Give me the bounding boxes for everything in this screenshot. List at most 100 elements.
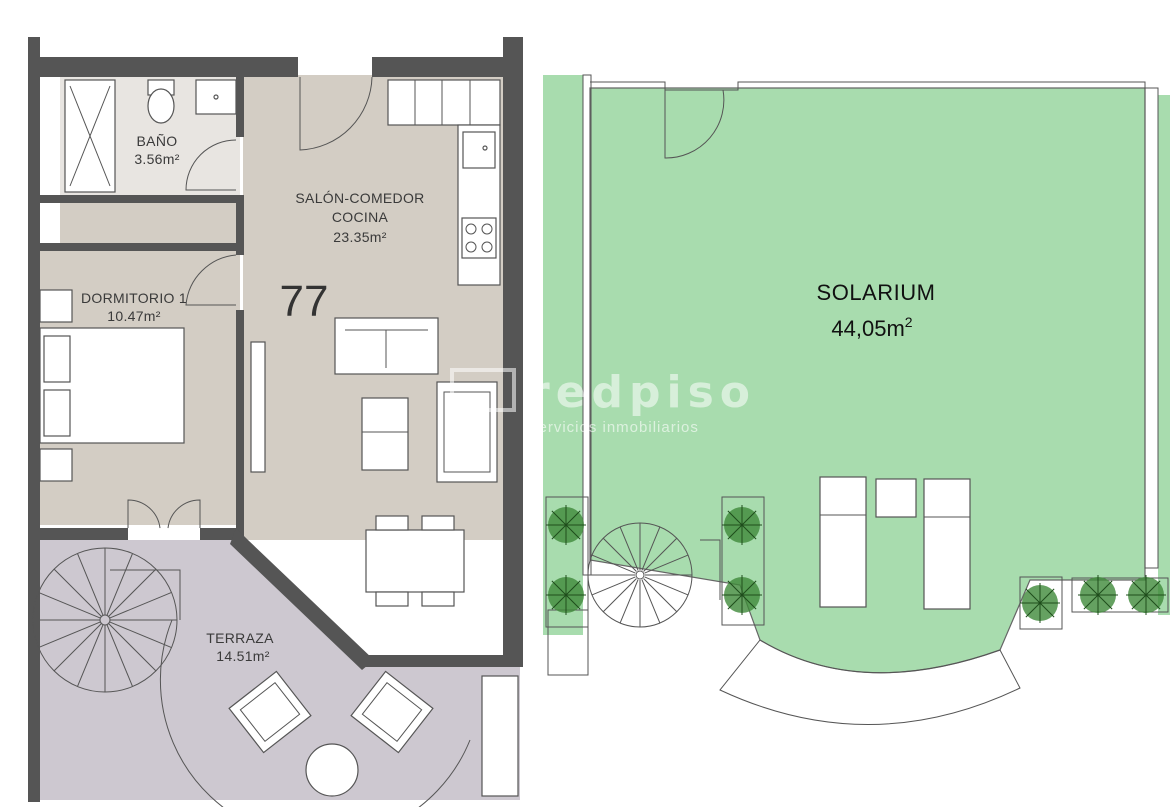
- bedroom-furniture: [39, 289, 201, 529]
- plant-branch: [1131, 580, 1147, 596]
- nightstand: [39, 289, 73, 323]
- solarium-area-value: 44,05m: [831, 316, 904, 341]
- room-label-cocina: COCINA: [332, 209, 389, 225]
- terrace-furniture: [228, 670, 519, 797]
- plant-branch: [551, 580, 567, 596]
- right-strip: [1158, 95, 1170, 615]
- plant-branch: [1097, 580, 1113, 596]
- room-label-terraza: TERRAZA: [206, 630, 274, 646]
- room-label-bano: BAÑO: [137, 133, 178, 149]
- stair-tread: [643, 578, 678, 613]
- plant-branch: [1083, 580, 1099, 596]
- sun-loungers: [819, 476, 971, 610]
- sink: [462, 131, 496, 169]
- armchair: [361, 397, 409, 471]
- room-area-terraza: 14.51m²: [216, 648, 269, 664]
- plant-branch: [551, 594, 567, 610]
- plant-branch: [551, 510, 567, 526]
- stair-tread: [76, 553, 104, 616]
- planters: [545, 496, 1169, 630]
- solarium-door: [664, 89, 725, 159]
- nightstand: [39, 448, 73, 482]
- kitchen-counter: [387, 79, 501, 286]
- plant-branch: [565, 524, 581, 540]
- lounge-chair: [228, 670, 312, 754]
- terrace-door: [127, 499, 201, 529]
- unit-number: 77: [280, 277, 329, 326]
- stair-tread: [108, 623, 157, 672]
- stair-tread: [109, 621, 172, 649]
- stair-tread: [106, 624, 134, 687]
- corridor-floor: [60, 200, 240, 250]
- stair-tread: [591, 554, 636, 574]
- stair-tread: [109, 591, 172, 619]
- stair-tread: [106, 553, 134, 616]
- plant-branch: [1025, 602, 1041, 618]
- left-strip: [543, 75, 583, 635]
- stair-tread: [591, 576, 636, 596]
- room-area-dormitorio: 10.47m²: [107, 308, 160, 324]
- planter: [481, 675, 519, 797]
- watermark-brand: redpiso: [528, 367, 756, 418]
- plant-branch: [741, 524, 757, 540]
- stair-tread: [53, 568, 102, 617]
- stair-tread: [38, 591, 101, 619]
- room-area-bano: 3.56m²: [134, 151, 179, 167]
- tv-unit: [436, 381, 498, 483]
- plant-branch: [1083, 594, 1099, 610]
- walls: [28, 37, 523, 802]
- spiral-staircase-left: [32, 547, 471, 807]
- stair-tread: [644, 554, 689, 574]
- plant-branch: [1039, 588, 1055, 604]
- plant-branch: [741, 594, 757, 610]
- shower-tray: [64, 79, 116, 193]
- stair-tread: [602, 578, 637, 613]
- stair-tread: [602, 537, 637, 572]
- plant-branch: [565, 510, 581, 526]
- stair-tread: [644, 576, 689, 596]
- dining-table: [365, 529, 465, 593]
- stair-tread: [643, 537, 678, 572]
- stair-tread: [38, 621, 101, 649]
- watermark-tagline: servicios inmobiliarios: [530, 419, 699, 436]
- plant-branch: [565, 594, 581, 610]
- plant-branch: [1145, 594, 1161, 610]
- lounge-chair: [350, 670, 434, 754]
- plant-branch: [727, 580, 743, 596]
- plant-branch: [727, 510, 743, 526]
- plant-branch: [741, 510, 757, 526]
- sun-lounger: [819, 476, 867, 608]
- bathroom-fixtures: [64, 79, 237, 193]
- plant-branch: [1131, 594, 1147, 610]
- tv-panel: [250, 341, 266, 473]
- cooktop: [461, 217, 497, 259]
- solarium-title: SOLARIUM: [817, 280, 936, 305]
- stair-tread: [641, 526, 661, 571]
- room-area-salon: 23.35m²: [333, 229, 386, 245]
- solarium-area-exponent: 2: [905, 314, 913, 330]
- bedroom-door: [185, 254, 237, 306]
- plant-branch: [727, 594, 743, 610]
- bathroom-door: [185, 139, 237, 191]
- side-table: [875, 478, 917, 518]
- right-floor-plan: SOLARIUM 44,05m2: [543, 74, 1170, 725]
- plant-branch: [1039, 602, 1055, 618]
- stair-tread: [619, 526, 639, 571]
- room-label-dormitorio: DORMITORIO 1: [81, 290, 187, 306]
- plant-branch: [727, 524, 743, 540]
- plant-branch: [741, 580, 757, 596]
- left-floor-plan: BAÑO 3.56m² SALÓN-COMEDOR COCINA 23.35m²…: [28, 37, 523, 807]
- watermark: redpiso servicios inmobiliarios: [450, 367, 756, 436]
- solarium-area: 44,05m2: [831, 314, 912, 341]
- stair-tread: [53, 623, 102, 672]
- plant-branch: [551, 524, 567, 540]
- living-furniture: [250, 317, 498, 607]
- stair-tread: [76, 624, 104, 687]
- plant-branch: [1025, 588, 1041, 604]
- stair-tread: [619, 579, 639, 624]
- plant-branch: [1097, 594, 1113, 610]
- side-table: [305, 743, 359, 797]
- stair-tread: [641, 579, 661, 624]
- plant-branch: [565, 580, 581, 596]
